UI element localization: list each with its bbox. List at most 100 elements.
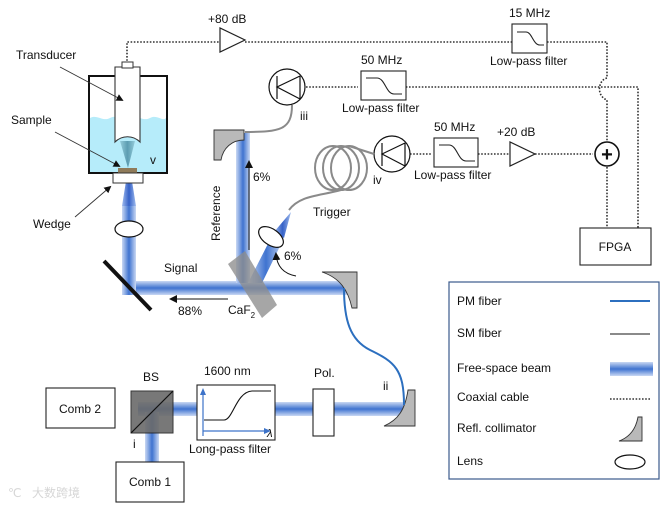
legend-item-sm-fiber: SM fiber <box>457 326 650 340</box>
pm-fiber <box>343 287 405 406</box>
refl-collimator-icon <box>618 416 643 442</box>
legend-item-lens: Lens <box>457 454 646 470</box>
legend-label: PM fiber <box>457 294 502 308</box>
signal-percent: 88% <box>178 304 202 318</box>
sample <box>118 168 137 173</box>
sum-plus-icon: + <box>601 144 613 166</box>
coax-filter15-to-sum <box>547 41 608 145</box>
photodetector-iii: iii <box>268 68 308 123</box>
sm-fiber-to-det-iii <box>244 104 293 133</box>
transducer-label: Transducer <box>16 48 76 62</box>
amplifier-triangle-icon <box>219 27 247 53</box>
watermark: ℃ 大数跨境 <box>8 485 80 500</box>
legend-label: Free-space beam <box>457 361 551 375</box>
detector-iii-label: iii <box>300 109 308 123</box>
lowpass-curve-icon <box>366 77 402 95</box>
refl-collimator-reference <box>213 129 245 161</box>
sample-label: Sample <box>11 113 52 127</box>
filter-15-name-label: Low-pass filter <box>490 54 567 68</box>
lens-sample <box>114 220 144 238</box>
sm-fiber-trigger-input <box>288 189 342 211</box>
trigger-arrow <box>272 252 297 277</box>
longpass-filter: λ 1600 nm Long-pass filter <box>189 364 276 456</box>
sum-circle-icon <box>594 141 620 167</box>
legend-item-pm-fiber: PM fiber <box>457 294 650 308</box>
lowpass-curve-icon <box>517 31 544 46</box>
longpass-filter-box <box>196 384 276 441</box>
filter-15-freq-label: 15 MHz <box>509 6 550 20</box>
filter-box <box>360 70 407 101</box>
sm-fiber-to-det-iv <box>348 145 375 155</box>
mirror <box>102 259 153 312</box>
transducer <box>114 66 141 144</box>
filter-box <box>511 23 548 54</box>
lowpass-filter-50mhz-b: 50 MHz Low-pass filter <box>414 120 491 182</box>
bs-label: BS <box>143 370 159 384</box>
legend-label: Coaxial cable <box>457 390 529 404</box>
legend-box <box>448 281 660 480</box>
watermark-logo-icon: ℃ <box>8 486 21 500</box>
point-ii-label: ii <box>383 379 388 393</box>
filter-50a-name-label: Low-pass filter <box>342 101 419 115</box>
caf2-label: CaF2 <box>228 303 256 320</box>
legend-item-coaxial-cable: Coaxial cable <box>457 390 651 404</box>
comb-1-label: Comb 1 <box>129 475 171 489</box>
fpga-label: FPGA <box>599 240 632 254</box>
trigger-percent: 6% <box>284 249 302 263</box>
longpass-wavelength-label: 1600 nm <box>204 364 251 378</box>
free-space-beam-icon <box>610 362 653 376</box>
photodiode-symbol-icon <box>275 75 301 100</box>
coax-transducer-to-amp80 <box>126 41 222 64</box>
photodetector-iv: iv <box>373 135 411 187</box>
wedge-label: Wedge <box>33 217 71 231</box>
amplifier-80db: +80 dB <box>208 12 247 53</box>
coaxial-cables <box>126 41 639 228</box>
lowpass-filter-50mhz-a: 50 MHz Low-pass filter <box>342 53 419 115</box>
beamsplitter: BS i <box>130 370 174 451</box>
filter-50b-freq-label: 50 MHz <box>434 120 475 134</box>
filter-50a-freq-label: 50 MHz <box>361 53 402 67</box>
legend-item-free-space-beam: Free-space beam <box>457 361 653 376</box>
polarizer: Pol. <box>312 366 335 437</box>
legend-label: SM fiber <box>457 326 502 340</box>
legend-item-refl-collimator: Refl. collimator <box>457 416 643 442</box>
comb-2: Comb 2 <box>45 387 116 429</box>
trigger-fiber-coil: Trigger <box>288 145 375 219</box>
fpga: FPGA <box>579 227 652 266</box>
polarizer-label: Pol. <box>314 366 335 380</box>
fpga-box <box>579 227 652 266</box>
polarizer-box <box>312 388 335 437</box>
summing-node: + <box>594 141 620 167</box>
amplifier-20db-label: +20 dB <box>497 125 535 139</box>
longpass-name-label: Long-pass filter <box>189 442 271 456</box>
photodiode-symbol-icon <box>380 142 406 167</box>
legend-label: Lens <box>457 454 483 468</box>
point-i-label: i <box>133 437 136 451</box>
refl-collimator-signal <box>321 271 358 309</box>
refl-collimator-input <box>383 389 416 427</box>
comb-2-box <box>45 387 116 429</box>
amplifier-triangle-icon <box>509 141 537 167</box>
signal-label: Signal <box>164 261 197 275</box>
lens-icon <box>614 454 646 470</box>
comb-2-label: Comb 2 <box>59 402 101 416</box>
filter-box <box>433 137 479 168</box>
lowpass-curve-icon <box>439 144 475 162</box>
lowpass-filter-15mhz: 15 MHz Low-pass filter <box>490 6 567 68</box>
legend: PM fiber SM fiber Free-space beam Coaxia… <box>448 281 660 480</box>
lambda-label: λ <box>266 428 273 440</box>
legend-label: Refl. collimator <box>457 421 536 435</box>
reference-percent: 6% <box>253 170 271 184</box>
longpass-curve-icon <box>204 390 271 421</box>
beam-signal-horizontal <box>135 281 350 295</box>
watermark-text: 大数跨境 <box>32 485 80 500</box>
acoustic-cone <box>120 141 135 168</box>
amplifier-80db-label: +80 dB <box>208 12 246 26</box>
axes-icon <box>202 392 268 436</box>
comb-1: Comb 1 <box>115 461 185 503</box>
trigger-label: Trigger <box>313 205 351 219</box>
wedge <box>112 172 144 184</box>
amplifier-20db: +20 dB <box>497 125 537 167</box>
detector-iv-label: iv <box>373 173 382 187</box>
